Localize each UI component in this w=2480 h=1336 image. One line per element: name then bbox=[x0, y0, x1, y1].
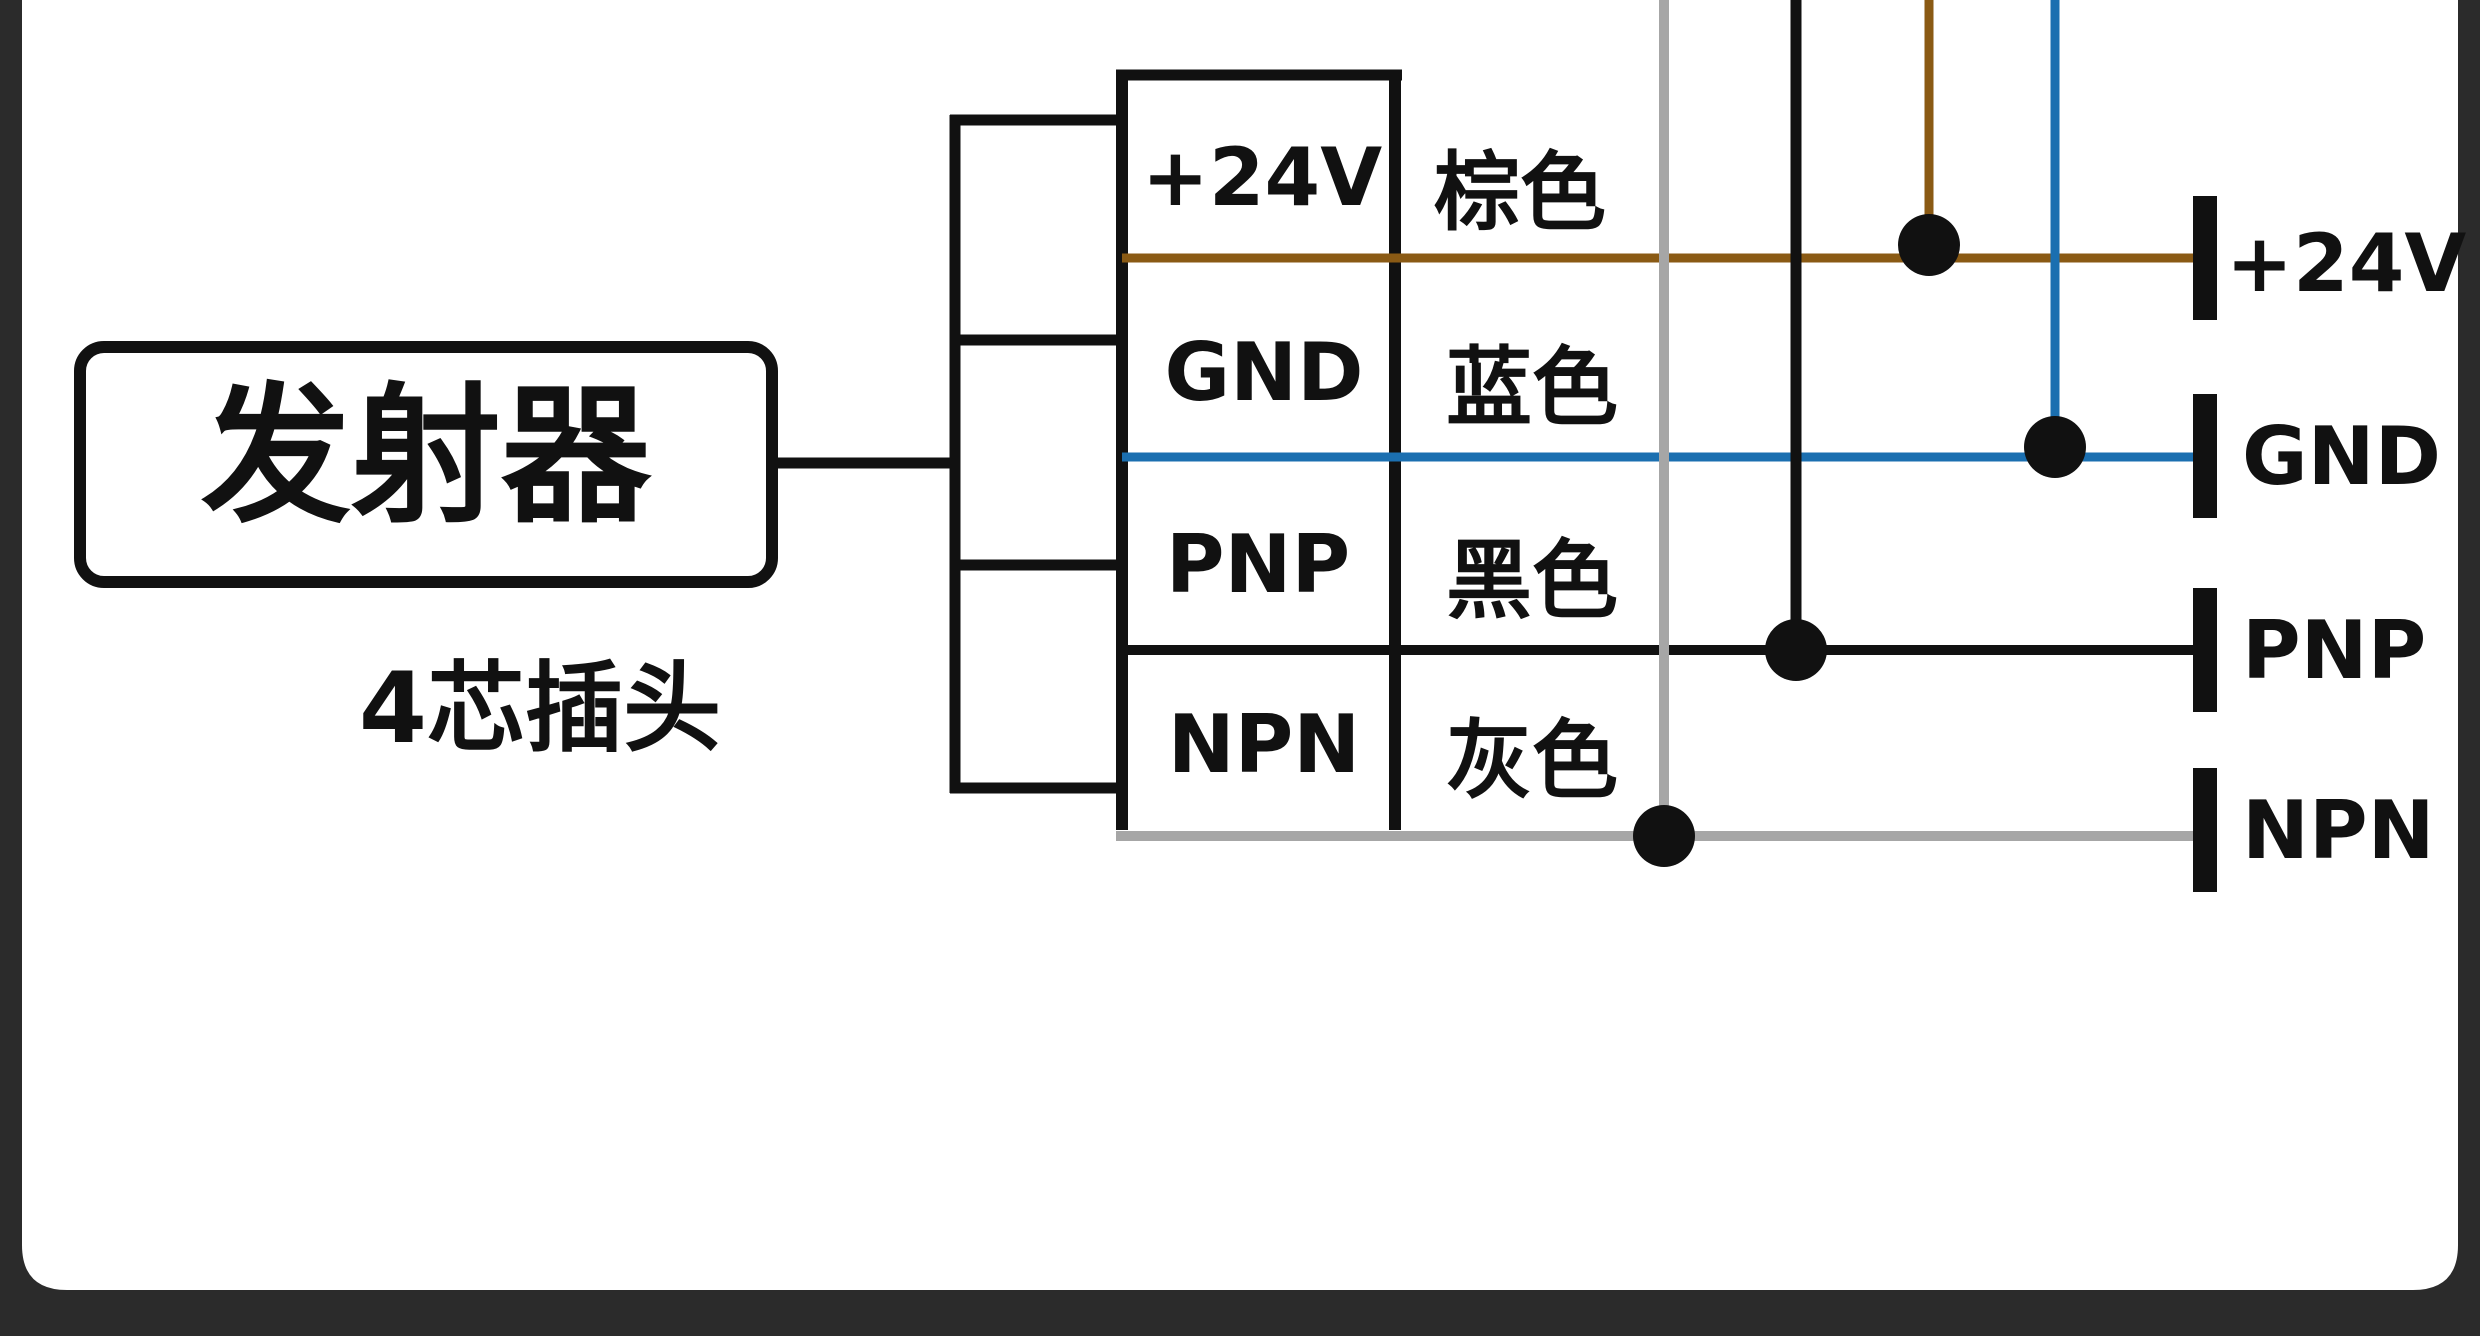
wire-color-label: 黑色 bbox=[1446, 531, 1618, 631]
wire-color-label: 灰色 bbox=[1446, 711, 1618, 811]
wire-color-label: 棕色 bbox=[1434, 143, 1606, 243]
junction-dot-blue bbox=[2024, 416, 2086, 478]
device-caption: 4芯插头 bbox=[359, 652, 721, 766]
junction-dot-gray bbox=[1633, 805, 1695, 867]
terminal-label: GND bbox=[2242, 410, 2441, 503]
terminal-label: PNP bbox=[2242, 604, 2426, 697]
terminal-bars bbox=[2193, 196, 2217, 892]
pin-box bbox=[1116, 69, 1402, 830]
connector-comb bbox=[949, 114, 1120, 794]
pin-signal-label: NPN bbox=[1168, 698, 1361, 791]
terminal-label: +24V bbox=[2226, 217, 2466, 310]
junction-dot-brown bbox=[1898, 214, 1960, 276]
pin-signal-label: GND bbox=[1164, 326, 1363, 419]
pin-signal-label: PNP bbox=[1166, 518, 1350, 611]
junction-dot-black bbox=[1765, 619, 1827, 681]
terminal-label: NPN bbox=[2242, 784, 2435, 877]
pin-signal-label: +24V bbox=[1142, 131, 1382, 224]
wire-color-label: 蓝色 bbox=[1446, 338, 1618, 438]
device-title: 发射器 bbox=[201, 370, 652, 544]
